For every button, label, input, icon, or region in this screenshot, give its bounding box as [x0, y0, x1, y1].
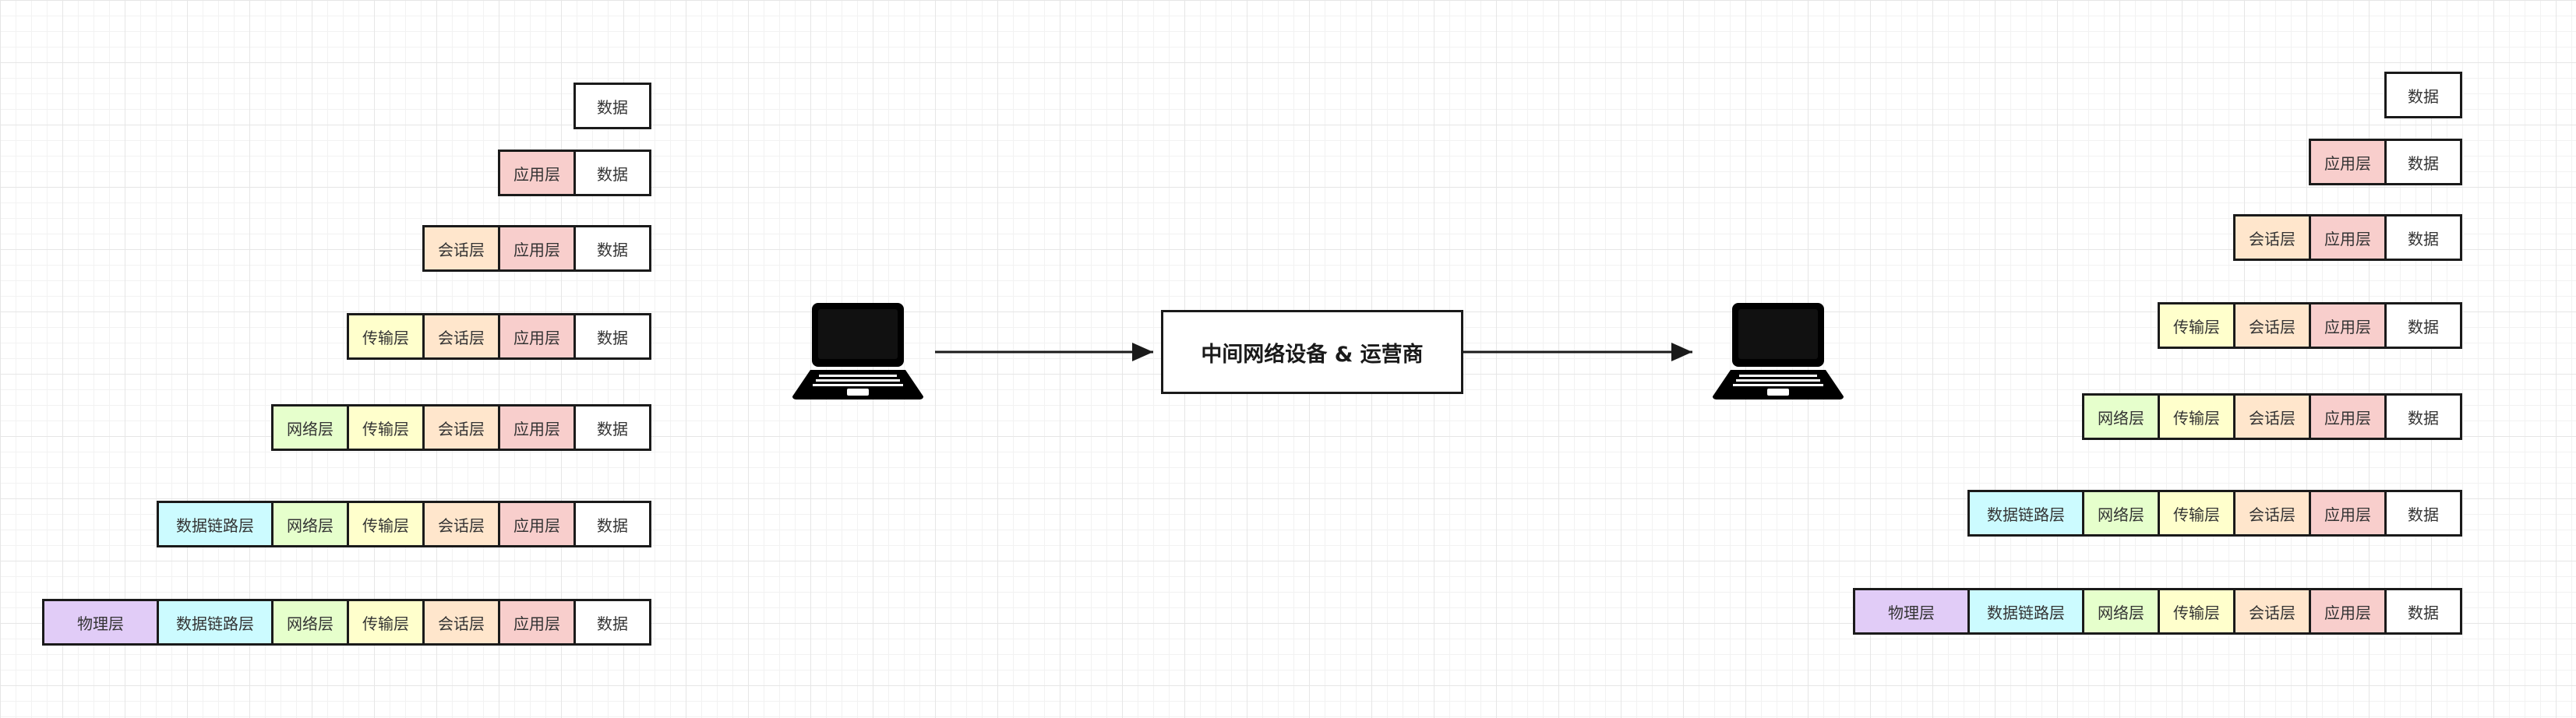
layer-cell-session: 会话层	[2233, 393, 2311, 440]
layer-row: 物理层数据链路层网络层传输层会话层应用层数据	[1853, 588, 2462, 635]
layer-row: 应用层数据	[2309, 139, 2462, 185]
layer-cell-data: 数据	[2384, 214, 2462, 261]
layer-cell-application: 应用层	[498, 599, 576, 646]
layer-cell-transport: 传输层	[2158, 588, 2235, 635]
layer-cell-data: 数据	[2384, 302, 2462, 349]
layer-cell-network: 网络层	[271, 501, 349, 547]
layer-cell-physical: 物理层	[1853, 588, 1970, 635]
layer-cell-application: 应用层	[2309, 214, 2387, 261]
layer-cell-session: 会话层	[2233, 588, 2311, 635]
laptop-icon	[1710, 300, 1847, 401]
layer-cell-data: 数据	[573, 599, 651, 646]
layer-cell-network: 网络层	[271, 599, 349, 646]
layer-row: 会话层应用层数据	[2233, 214, 2462, 261]
layer-cell-transport: 传输层	[347, 313, 425, 360]
layer-cell-session: 会话层	[2233, 490, 2311, 537]
layer-cell-network: 网络层	[2082, 588, 2160, 635]
layer-row: 网络层传输层会话层应用层数据	[271, 404, 651, 451]
layer-cell-application: 应用层	[2309, 393, 2387, 440]
layer-row: 传输层会话层应用层数据	[347, 313, 651, 360]
layer-cell-session: 会话层	[422, 313, 500, 360]
layer-cell-data: 数据	[2384, 72, 2462, 118]
layer-cell-session: 会话层	[2233, 302, 2311, 349]
layer-cell-data: 数据	[573, 150, 651, 196]
layer-cell-transport: 传输层	[347, 599, 425, 646]
layer-cell-application: 应用层	[498, 225, 576, 272]
laptop-icon	[789, 300, 926, 401]
layer-cell-data: 数据	[573, 313, 651, 360]
layer-cell-application: 应用层	[2309, 302, 2387, 349]
layer-cell-data: 数据	[573, 225, 651, 272]
layer-cell-data-link: 数据链路层	[1967, 588, 2084, 635]
layer-cell-network: 网络层	[2082, 393, 2160, 440]
layer-cell-application: 应用层	[2309, 139, 2387, 185]
layer-cell-transport: 传输层	[2158, 393, 2235, 440]
layer-cell-network: 网络层	[2082, 490, 2160, 537]
layer-cell-session: 会话层	[422, 225, 500, 272]
layer-cell-data: 数据	[573, 83, 651, 129]
network-device-label: 中间网络设备 & 运营商	[1201, 342, 1424, 367]
layer-cell-data-link: 数据链路层	[157, 501, 273, 547]
layer-cell-application: 应用层	[498, 313, 576, 360]
layer-row: 物理层数据链路层网络层传输层会话层应用层数据	[42, 599, 651, 646]
layer-cell-application: 应用层	[2309, 490, 2387, 537]
layer-cell-application: 应用层	[498, 150, 576, 196]
layer-cell-application: 应用层	[498, 501, 576, 547]
layer-cell-data: 数据	[2384, 490, 2462, 537]
layer-cell-data: 数据	[2384, 139, 2462, 185]
layer-cell-data: 数据	[2384, 588, 2462, 635]
layer-cell-transport: 传输层	[347, 501, 425, 547]
layer-cell-data: 数据	[573, 404, 651, 451]
layer-cell-transport: 传输层	[2158, 302, 2235, 349]
layer-cell-session: 会话层	[422, 404, 500, 451]
layer-cell-physical: 物理层	[42, 599, 159, 646]
network-device-box: 中间网络设备 & 运营商	[1161, 310, 1463, 394]
layer-cell-network: 网络层	[271, 404, 349, 451]
layer-cell-application: 应用层	[498, 404, 576, 451]
layer-cell-data: 数据	[2384, 393, 2462, 440]
layer-cell-data-link: 数据链路层	[1967, 490, 2084, 537]
layer-cell-session: 会话层	[422, 599, 500, 646]
layer-cell-session: 会话层	[422, 501, 500, 547]
layer-row: 传输层会话层应用层数据	[2158, 302, 2462, 349]
layer-cell-application: 应用层	[2309, 588, 2387, 635]
layer-cell-data: 数据	[573, 501, 651, 547]
layer-cell-session: 会话层	[2233, 214, 2311, 261]
layer-row: 网络层传输层会话层应用层数据	[2082, 393, 2462, 440]
layer-row: 数据链路层网络层传输层会话层应用层数据	[157, 501, 651, 547]
layer-row: 会话层应用层数据	[422, 225, 651, 272]
layer-cell-transport: 传输层	[2158, 490, 2235, 537]
layer-cell-data-link: 数据链路层	[157, 599, 273, 646]
layer-row: 应用层数据	[498, 150, 651, 196]
layer-row: 数据	[573, 83, 651, 129]
layer-row: 数据链路层网络层传输层会话层应用层数据	[1967, 490, 2462, 537]
layer-row: 数据	[2384, 72, 2462, 118]
layer-cell-transport: 传输层	[347, 404, 425, 451]
